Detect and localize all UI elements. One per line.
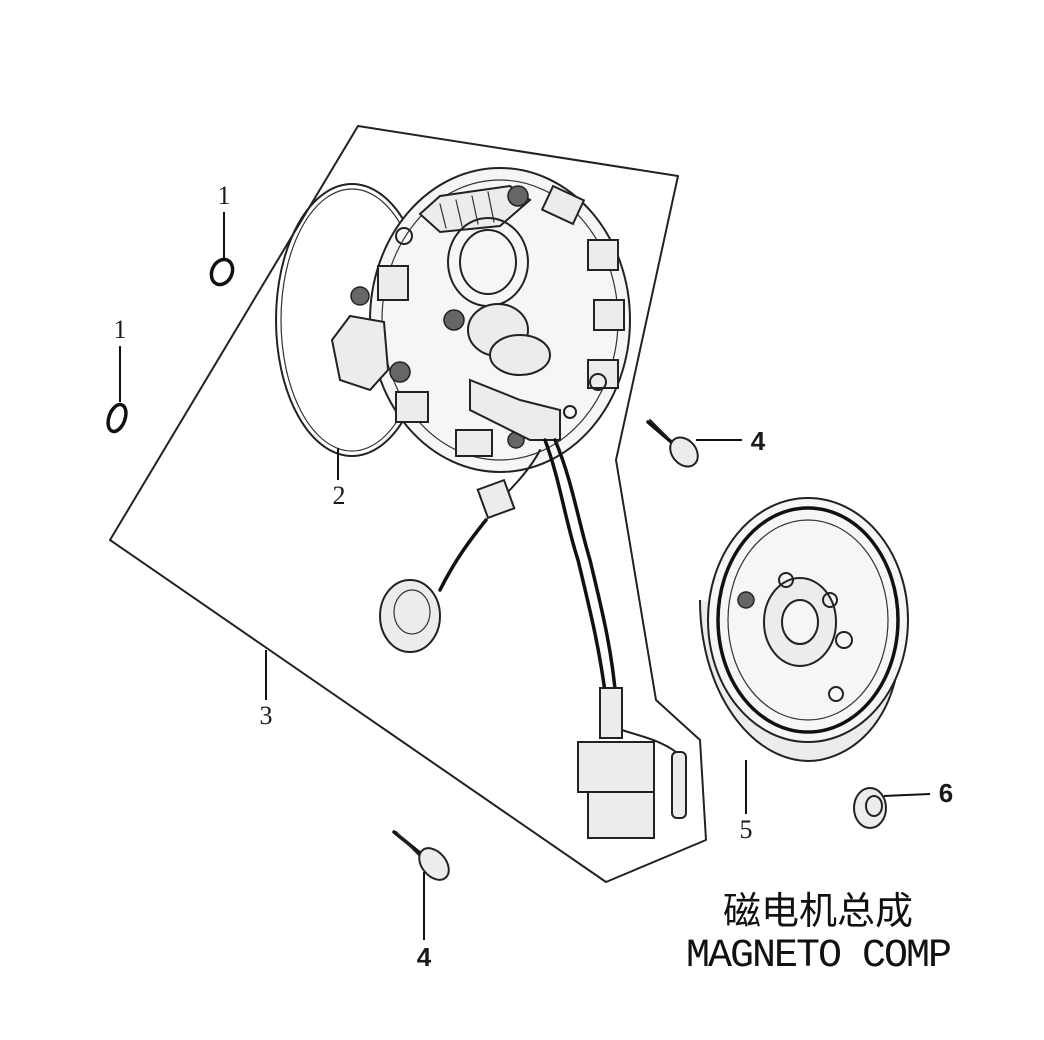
stator-assembly-boundary xyxy=(109,125,707,883)
callout-number-1-upper: 1 xyxy=(218,181,231,210)
title-english: MAGNETO COMP xyxy=(686,934,950,979)
callout-number-2: 2 xyxy=(333,481,346,510)
bolt-right xyxy=(646,419,699,468)
leader-lines xyxy=(119,212,931,940)
callout-number-4-right: 4 xyxy=(751,426,766,456)
stator-plate xyxy=(330,167,631,473)
bolt-bottom xyxy=(392,830,450,881)
flywheel-rotor xyxy=(699,497,909,762)
flange-nut xyxy=(853,787,887,829)
callout-number-4-bottom: 4 xyxy=(417,942,432,972)
callout-number-6: 6 xyxy=(939,778,953,808)
title-chinese: 磁电机总成 xyxy=(723,889,913,933)
wire-harness xyxy=(379,438,687,839)
o-ring-upper xyxy=(209,257,235,287)
callout-number-3: 3 xyxy=(260,701,273,730)
o-ring-lower xyxy=(106,402,128,434)
callout-number-1-lower: 1 xyxy=(114,315,127,344)
callout-number-5: 5 xyxy=(740,815,753,844)
